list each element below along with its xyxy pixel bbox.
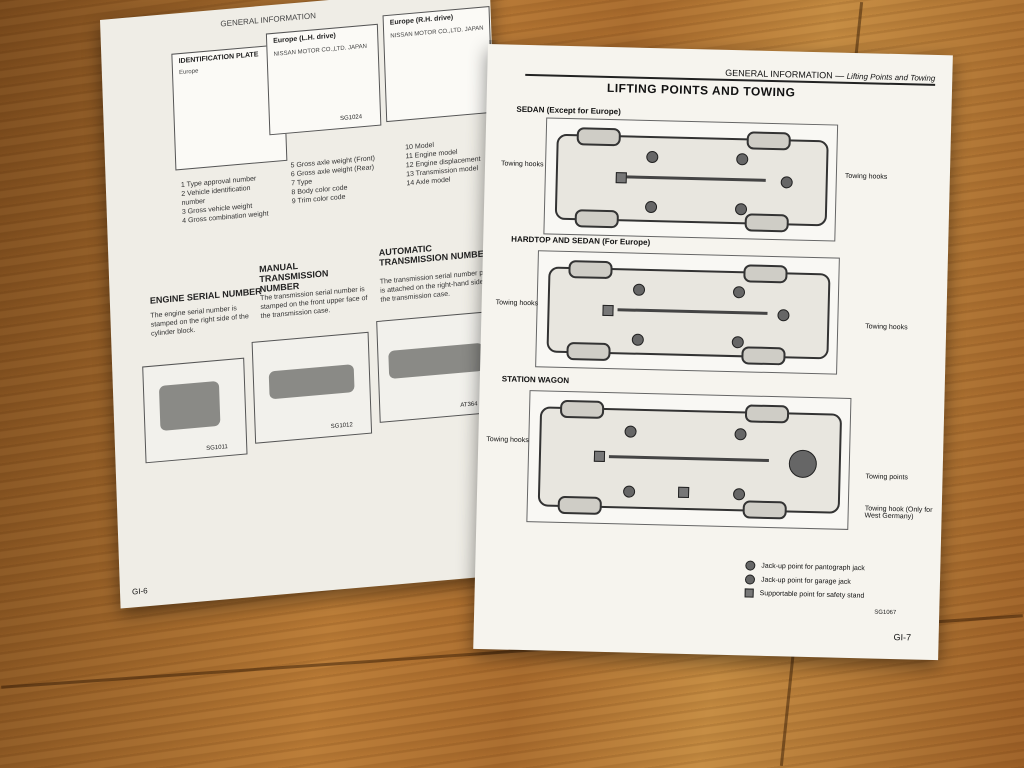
page-number: GI-6: [131, 586, 148, 597]
page-title: LIFTING POINTS AND TOWING: [606, 80, 796, 100]
legend-label: Jack-up point for pantograph jack: [761, 562, 865, 573]
left-page-header: GENERAL INFORMATION: [220, 11, 317, 29]
wheel: [574, 209, 619, 229]
stand-square-icon: [744, 588, 754, 598]
europe-rh-plate-box: Europe (R.H. drive) NISSAN MOTOR CO.,LTD…: [382, 6, 494, 123]
legend-garage-jack: Jack-up point for garage jack: [744, 574, 851, 587]
wheel: [568, 260, 613, 280]
right-page: GENERAL INFORMATION — Lifting Points and…: [473, 44, 953, 661]
hardtop-sedan-underbody-diagram: [535, 250, 840, 375]
plate-list-c: 10 Model 11 Engine model 12 Engine displ…: [405, 136, 497, 189]
fig-code: SG1067: [874, 609, 897, 617]
legend-label: Supportable point for safety stand: [759, 590, 865, 600]
towing-hooks-callout: Towing hooks: [495, 299, 539, 308]
wheel: [744, 404, 790, 424]
engine-serial-figure: SG1011: [142, 357, 248, 464]
towing-hooks-callout: Towing hooks: [865, 323, 908, 332]
europe-lh-plate-box: Europe (L.H. drive) NISSAN MOTOR CO.,LTD…: [265, 23, 382, 136]
wheel: [744, 213, 789, 233]
sedan-underbody-diagram: [543, 117, 839, 242]
header-section: GENERAL INFORMATION: [725, 67, 833, 81]
automatic-transmission-title: AUTOMATIC TRANSMISSION NUMBER: [378, 243, 491, 268]
towing-hooks-callout: Towing hooks: [844, 172, 888, 181]
fig-code: SG1011: [206, 444, 228, 452]
jack-dot-icon: [744, 574, 756, 585]
section-label-sedan: SEDAN (Except for Europe): [516, 104, 621, 117]
safety-stand-icon: [602, 304, 614, 317]
wheel: [743, 264, 788, 284]
wheel: [566, 342, 611, 362]
automatic-transmission-text: The transmission serial number plate is …: [379, 268, 495, 304]
header-subsection: Lifting Points and Towing: [846, 71, 936, 83]
identification-plate-title: IDENTIFICATION PLATE: [178, 51, 259, 66]
wheel: [559, 399, 605, 419]
station-wagon-underbody-diagram: [526, 390, 852, 530]
right-page-header: GENERAL INFORMATION — Lifting Points and…: [525, 62, 936, 86]
fig-code: SG1024: [339, 114, 363, 123]
maker-plate-rh: NISSAN MOTOR CO.,LTD. JAPAN: [390, 25, 484, 40]
manual-transmission-figure: SG1012: [251, 331, 373, 444]
safety-stand-icon: [593, 450, 606, 462]
europe-lh-label: Europe (L.H. drive): [273, 32, 336, 45]
wheel: [741, 346, 786, 366]
automatic-transmission-illustration: [388, 342, 485, 379]
towing-hook-west-germany-note: Towing hook (Only for West Germany): [864, 505, 933, 521]
engine-block-illustration: [158, 380, 221, 431]
section-label-station-wagon: STATION WAGON: [501, 374, 570, 386]
safety-stand-icon: [677, 486, 690, 499]
fig-code: AT364: [460, 401, 478, 409]
legend-safety-stand: Supportable point for safety stand: [744, 588, 865, 600]
plate-list-a: 1 Type approval number 2 Vehicle identif…: [181, 173, 273, 226]
wheel: [746, 131, 791, 151]
legend-pantograph-jack: Jack-up point for pantograph jack: [745, 560, 865, 573]
fig-code: SG1012: [330, 422, 353, 431]
page-number: GI-7: [893, 632, 912, 643]
legend-label: Jack-up point for garage jack: [760, 576, 851, 586]
wheel: [576, 127, 621, 147]
maker-plate-lh: NISSAN MOTOR CO.,LTD. JAPAN: [273, 43, 368, 58]
region-europe-label: Europe: [178, 68, 199, 77]
plate-list-b: 5 Gross axle weight (Front) 6 Gross axle…: [290, 152, 402, 206]
engine-serial-text: The engine serial number is stamped on t…: [150, 305, 249, 338]
europe-rh-label: Europe (R.H. drive): [389, 14, 454, 27]
towing-points-callout: Towing points: [865, 473, 909, 482]
towing-hooks-callout: Towing hooks: [486, 436, 529, 445]
manual-transmission-illustration: [268, 364, 355, 400]
left-page: GENERAL INFORMATION IDENTIFICATION PLATE…: [100, 0, 511, 609]
wheel: [742, 500, 787, 520]
safety-stand-icon: [615, 172, 627, 184]
wheel: [557, 495, 602, 515]
towing-hooks-callout: Towing hooks: [500, 160, 544, 169]
jack-dot-icon: [745, 560, 756, 571]
